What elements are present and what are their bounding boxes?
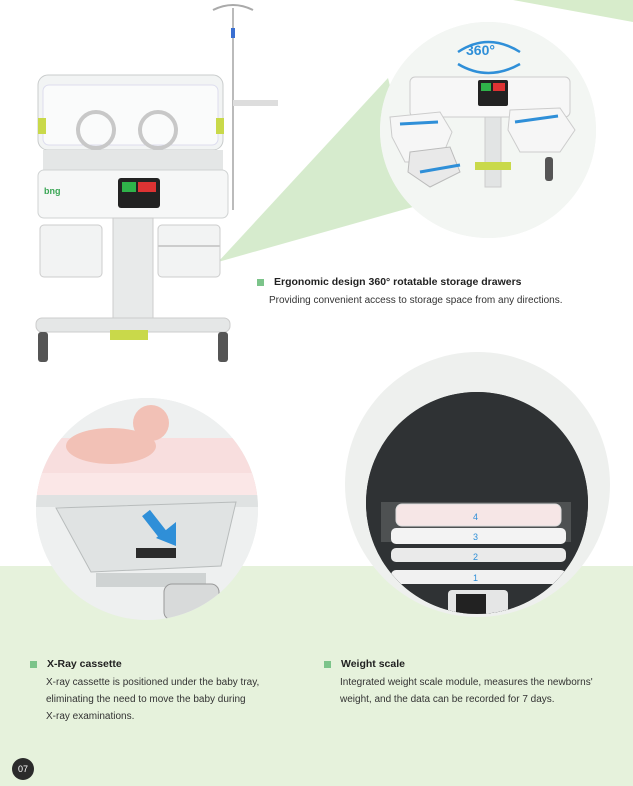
feature-storage-drawers: Ergonomic design 360° rotatable storage … [257, 276, 617, 309]
drawer-detail-circle: 360° [380, 22, 596, 238]
bullet-icon [324, 660, 331, 668]
feature-description: Integrated weight scale module, measures… [340, 677, 593, 705]
xray-cassette-circle [36, 398, 258, 620]
weight-level-2: 2 [473, 552, 479, 562]
weight-scale-circle: 4 3 2 1 [366, 392, 588, 614]
rotation-badge: 360° [466, 42, 495, 58]
drawer-detail-illustration [380, 22, 596, 238]
feature-title: Weight scale [324, 658, 624, 670]
weight-scale-illustration [366, 392, 588, 614]
brand-logo: bng [44, 186, 61, 196]
feature-description: Providing convenient access to storage s… [269, 295, 563, 306]
bullet-icon [257, 278, 264, 286]
feature-description: X-ray cassette is positioned under the b… [46, 677, 260, 722]
bullet-icon [30, 660, 37, 668]
page-number: 07 [12, 758, 34, 780]
feature-xray-cassette: X-Ray cassette X-ray cassette is positio… [30, 658, 300, 725]
weight-level-1: 1 [473, 573, 479, 583]
xray-cassette-illustration [36, 398, 258, 620]
weight-level-3: 3 [473, 532, 479, 542]
feature-title: X-Ray cassette [30, 658, 300, 670]
feature-title: Ergonomic design 360° rotatable storage … [257, 276, 617, 288]
feature-weight-scale: Weight scale Integrated weight scale mod… [324, 658, 624, 708]
incubator-illustration [35, 4, 278, 362]
weight-level-4: 4 [473, 512, 479, 522]
